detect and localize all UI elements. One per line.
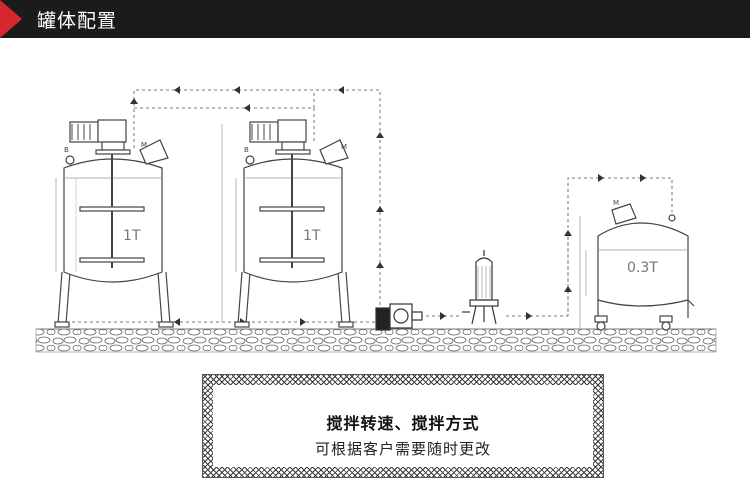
tank-1-marker-b: B [64, 146, 69, 154]
mixing-tank-1 [54, 119, 174, 328]
page-title: 罐体配置 [37, 10, 118, 32]
tank-configuration-diagram: 1T B M 1T B M [35, 86, 717, 353]
configuration-note-box: 搅拌转速、搅拌方式 可根据客户需要随时更改 [202, 374, 604, 478]
tank-2-capacity: 1T [303, 228, 321, 244]
tank-1-marker-m: M [141, 141, 147, 149]
tank-3-capacity: 0.3T [627, 260, 658, 276]
flow-arrows [130, 86, 646, 326]
mixing-tank-2 [221, 119, 354, 328]
note-content: 搅拌转速、搅拌方式 可根据客户需要随时更改 [213, 385, 593, 467]
transfer-pump [375, 303, 423, 331]
header-bar: 罐体配置 [0, 0, 750, 38]
ground-floor [35, 328, 717, 353]
tank-2-marker-m: M [341, 143, 347, 151]
cartridge-filter [462, 250, 499, 325]
tank-3-marker-m: M [613, 199, 619, 207]
note-title: 搅拌转速、搅拌方式 [326, 414, 480, 433]
header-accent-triangle [0, 0, 22, 38]
mobile-tank-3 [579, 203, 695, 331]
tank-2-marker-b: B [244, 146, 249, 154]
note-subtitle: 可根据客户需要随时更改 [314, 440, 491, 458]
tank-1-capacity: 1T [123, 228, 141, 244]
